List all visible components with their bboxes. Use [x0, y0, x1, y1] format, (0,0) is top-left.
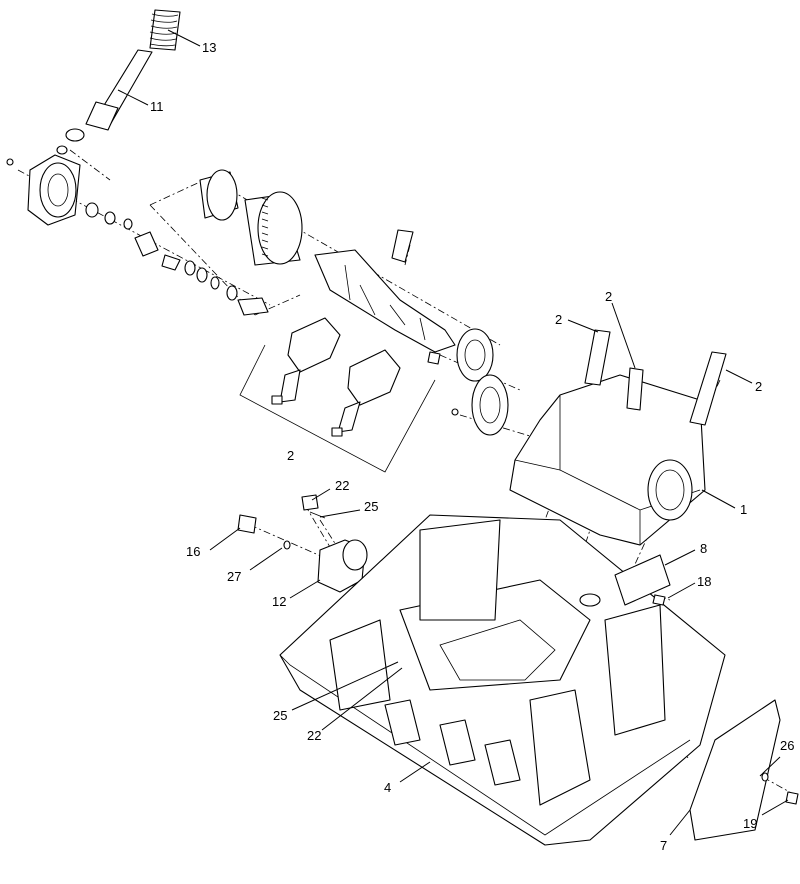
- callout-25-top: 25: [364, 499, 378, 514]
- eccentric-assembly: [199, 169, 509, 436]
- part-4-base-plate: [279, 514, 726, 846]
- part-11-shaft: [56, 49, 153, 155]
- callout-27: 27: [227, 569, 241, 584]
- callout-16: 16: [186, 544, 200, 559]
- callout-labels: 13 11 2 2 2 2 1 22 25 16 27 12 8 18 25 2…: [150, 40, 794, 853]
- callout-25-bottom: 25: [273, 708, 287, 723]
- part-8-plate: [614, 554, 671, 606]
- callout-2-bracket: 2: [287, 448, 294, 463]
- callout-4: 4: [384, 780, 391, 795]
- callout-18: 18: [697, 574, 711, 589]
- callout-8: 8: [700, 541, 707, 556]
- part-2-bracket: [239, 317, 436, 473]
- callout-22-bottom: 22: [307, 728, 321, 743]
- callout-7: 7: [660, 838, 667, 853]
- shaft-small-parts: [134, 231, 269, 316]
- callout-13: 13: [202, 40, 216, 55]
- part-1-exciter-housing: [509, 329, 727, 546]
- bearing-housing-left: [6, 154, 133, 230]
- leader-lines: [117, 29, 789, 836]
- callout-12: 12: [272, 594, 286, 609]
- callout-26: 26: [780, 738, 794, 753]
- callout-2-right: 2: [755, 379, 762, 394]
- part-13-spring: [149, 9, 181, 51]
- callout-19: 19: [743, 816, 757, 831]
- callout-2-top: 2: [605, 289, 612, 304]
- callout-11: 11: [150, 99, 164, 114]
- callout-2-top-left: 2: [555, 312, 562, 327]
- callout-1: 1: [740, 502, 747, 517]
- callout-22-top: 22: [335, 478, 349, 493]
